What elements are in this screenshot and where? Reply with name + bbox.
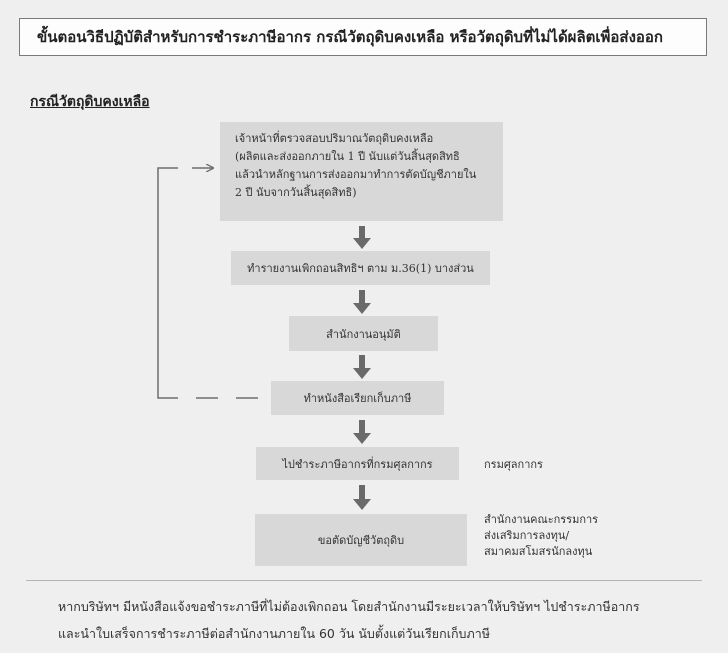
side-note-line: ส่งเสริมการลงทุน/ [484,529,570,542]
step-label: ไปชำระภาษีอากรที่กรมศุลกากร [282,457,433,471]
customs-department-note: กรมศุลกากร [484,458,543,471]
down-arrow-icon [353,485,371,510]
step-text-line: 2 ปี นับจากวันสิ้นสุดสิทธิ) [235,186,357,199]
step-label: ขอตัดบัญชีวัตถุดิบ [317,534,405,547]
down-arrow-icon [353,355,371,379]
step-tax-collection-letter: ทำหนังสือเรียกเก็บภาษี [271,381,444,415]
loop-line [157,167,178,399]
step-write-off-materials: ขอตัดบัญชีวัตถุดิบ [255,514,467,566]
page-title: ขั้นตอนวิธีปฏิบัติสำหรับการชำระภาษีอากร … [19,18,707,56]
footnote-line: หากบริษัทฯ มีหนังสือแจ้งขอชำระภาษีที่ไม่… [58,599,640,614]
step-pay-customs-tax: ไปชำระภาษีอากรที่กรมศุลกากร [256,447,459,480]
side-note-line: สำนักงานคณะกรรมการ [484,513,599,526]
boi-office-note: สำนักงานคณะกรรมการ ส่งเสริมการลงทุน/ สมา… [484,512,598,560]
step-label: ทำรายงานเพิกถอนสิทธิฯ ตาม ม.36(1) บางส่ว… [247,262,474,275]
step-text-line: เจ้าหน้าที่ตรวจสอบปริมาณวัตถุดิบคงเหลือ [235,132,434,145]
step-label: ทำหนังสือเรียกเก็บภาษี [303,392,412,405]
step-inspect-remaining-materials: เจ้าหน้าที่ตรวจสอบปริมาณวัตถุดิบคงเหลือ … [220,122,503,221]
step-label: สำนักงานอนุมัติ [326,327,401,341]
step-text-line: (ผลิตและส่งออกภายใน 1 ปี นับแต่วันสิ้นสุ… [235,150,460,163]
divider [26,580,702,581]
side-note-line: สมาคมสโมสรนักลงทุน [484,545,593,558]
step-text-line: แล้วนำหลักฐานการส่งออกมาทำการตัดบัญชีภาย… [235,168,477,181]
footnote-line: และนำใบเสร็จการชำระภาษีต่อสำนักงานภายใน … [58,626,490,641]
down-arrow-icon [353,226,371,249]
down-arrow-icon [353,290,371,314]
down-arrow-icon [353,420,371,444]
section-heading: กรณีวัตถุดิบคงเหลือ [30,94,150,110]
footnote: หากบริษัทฯ มีหนังสือแจ้งขอชำระภาษีที่ไม่… [58,593,718,647]
loop-back-connector [157,167,258,399]
step-revocation-report: ทำรายงานเพิกถอนสิทธิฯ ตาม ม.36(1) บางส่ว… [231,251,490,285]
step-office-approval: สำนักงานอนุมัติ [289,316,438,351]
